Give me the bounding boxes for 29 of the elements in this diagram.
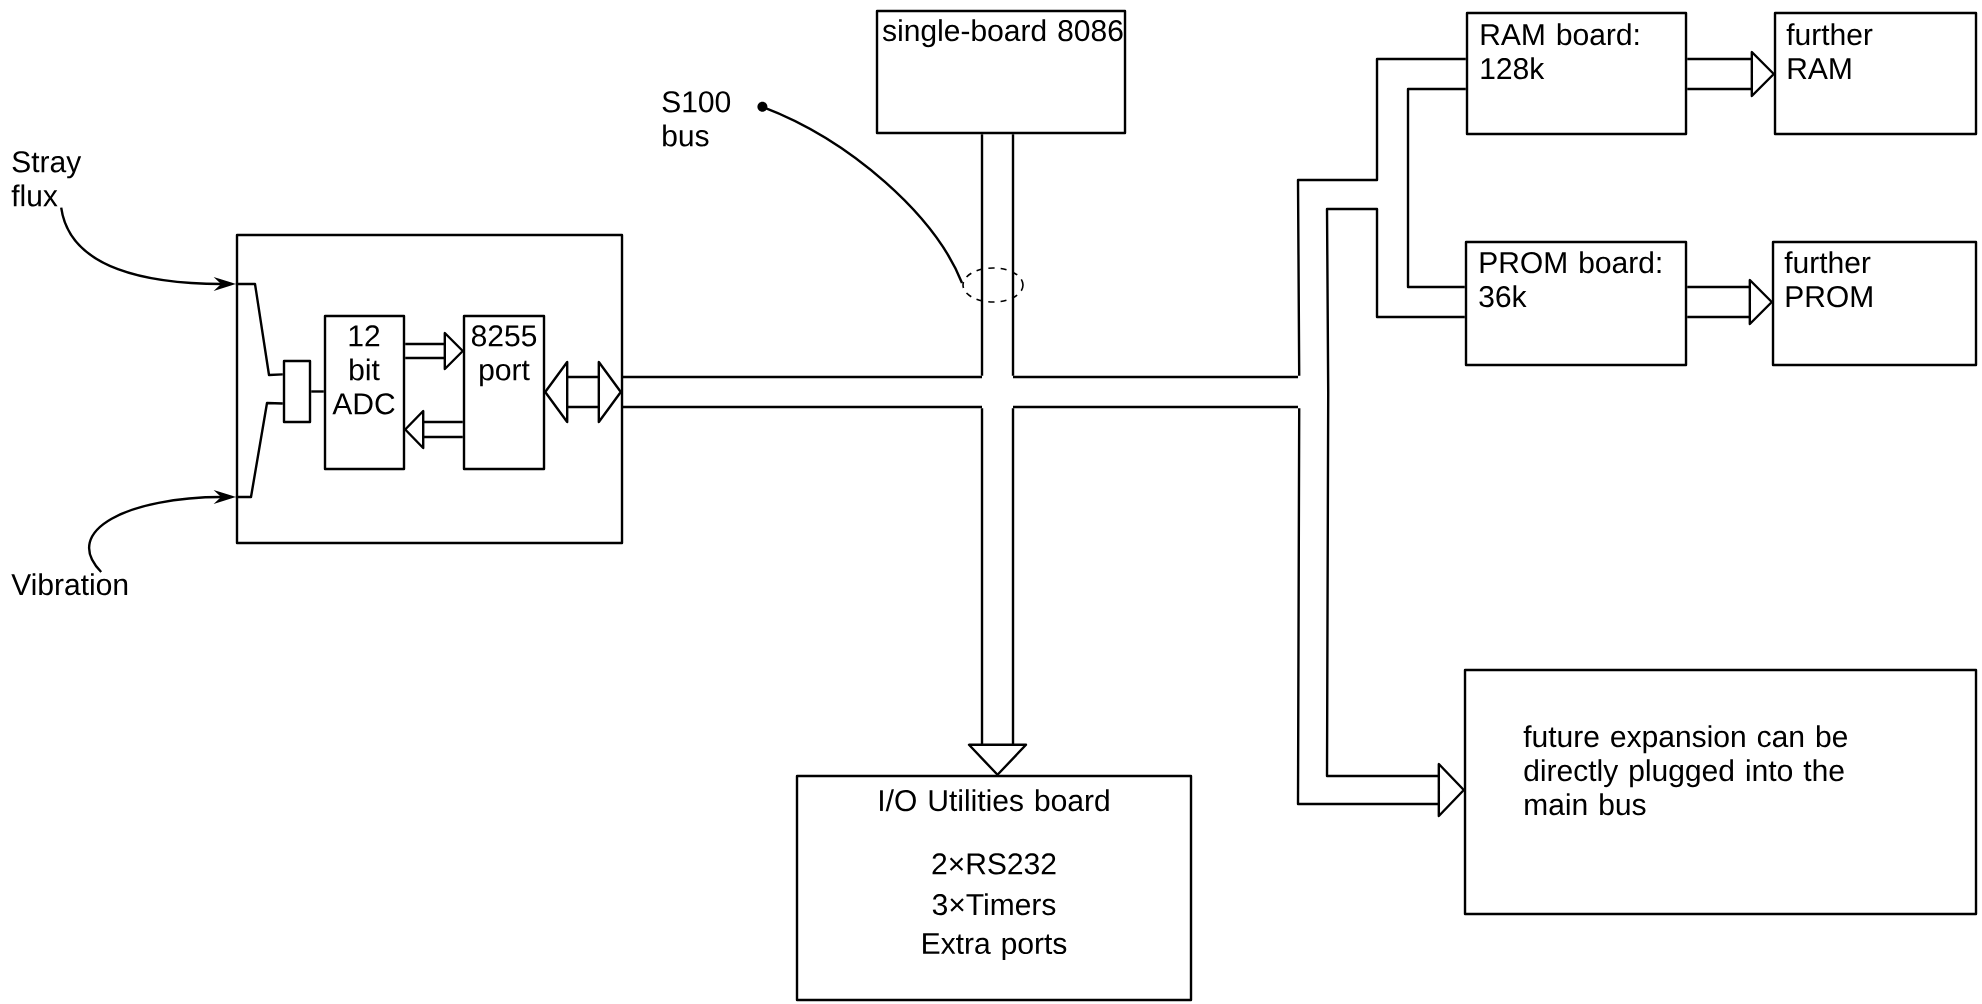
bus-band (620, 375, 1300, 409)
text-label: S100 bus (662, 91, 731, 147)
bus-arrow (544, 360, 622, 424)
text-label: Vibration (11, 573, 128, 596)
block-box: RAM board: 128k (1465, 11, 1688, 136)
connector-block (282, 359, 312, 424)
block-box: 8255 port (462, 314, 546, 471)
bus-arrow (1686, 278, 1773, 326)
wire (235, 282, 283, 377)
block-box: single-board 8086 (875, 9, 1127, 135)
bus-band (1296, 57, 1467, 377)
text-label: Stray flux (11, 151, 82, 207)
bus-band (1325, 198, 1466, 394)
wire (235, 401, 283, 499)
leader-line (757, 101, 964, 284)
wire (311, 390, 324, 393)
block-box: I/O Utilities board 2×RS232 3×Timers Extra ports (795, 774, 1193, 1002)
bus-arrow (404, 409, 464, 450)
block-box: further PROM (1771, 240, 1978, 367)
block-box: further RAM (1773, 11, 1978, 136)
bus-arrow (967, 407, 1028, 776)
circuit-board-box (235, 233, 624, 545)
block-box: 12 bit ADC (323, 314, 406, 471)
bus-band (980, 133, 1015, 377)
bus-arrow (1296, 390, 1465, 818)
bus-arrow (404, 331, 464, 371)
bus-arrow (1686, 50, 1775, 98)
block-box: PROM board: 36k (1464, 240, 1688, 367)
block-box: future expansion can be directly plugged into the main bus (1463, 668, 1978, 916)
